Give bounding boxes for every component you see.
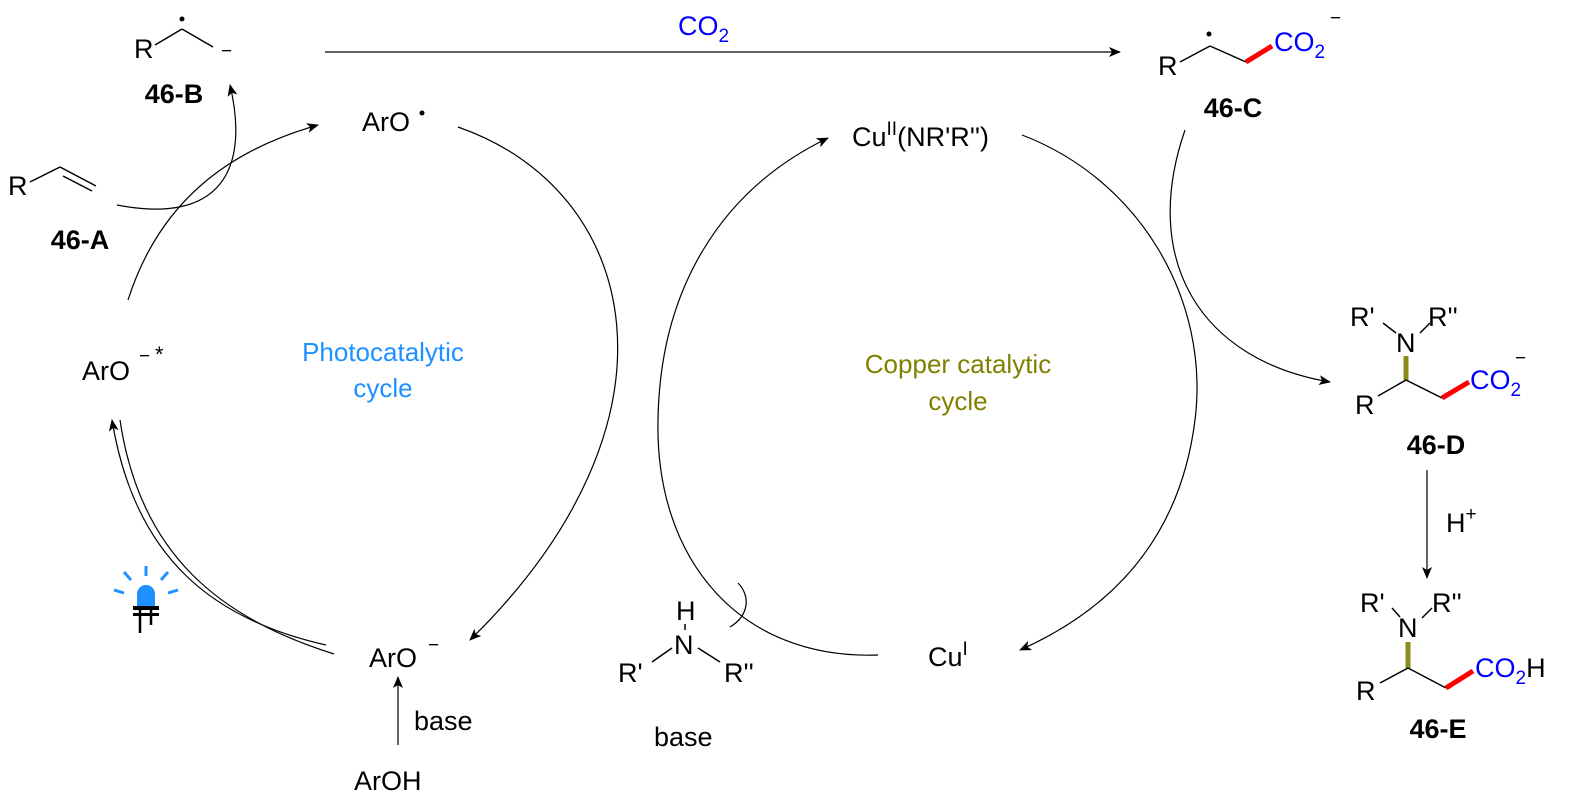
arc-c-to-d xyxy=(1169,129,1331,386)
arc-amine-entry xyxy=(729,582,747,628)
svg-text:46-B: 46-B xyxy=(145,79,204,109)
photocatalytic-cycle-label-2: cycle xyxy=(353,373,412,403)
svg-text:H: H xyxy=(676,596,696,626)
svg-text:46-D: 46-D xyxy=(1407,430,1466,460)
copper-cycle-label-2: cycle xyxy=(928,386,987,416)
svg-text:−: − xyxy=(1330,8,1341,29)
arc-aro-excited-to-aro-radical xyxy=(127,123,319,301)
svg-text:N: N xyxy=(1396,328,1416,358)
svg-text:−: − xyxy=(221,41,232,62)
svg-text:ArO: ArO xyxy=(362,107,410,137)
aryloxy-radical: ArO xyxy=(362,107,425,137)
svg-text:CO2H: CO2H xyxy=(1475,653,1546,689)
arc-cu-ii-to-cu-i xyxy=(1019,134,1198,651)
svg-text:R: R xyxy=(1355,390,1375,420)
svg-text:R'': R'' xyxy=(724,658,754,688)
svg-text:−: − xyxy=(428,635,439,656)
svg-text:R: R xyxy=(1158,51,1178,81)
svg-text:−: − xyxy=(139,346,150,367)
svg-text:R'': R'' xyxy=(1428,302,1458,332)
arc-excitation-upper xyxy=(108,419,327,646)
arc-aro-radical-to-aro-anion xyxy=(457,126,619,641)
svg-text:R'': R'' xyxy=(1432,588,1462,618)
svg-text:R': R' xyxy=(1350,302,1375,332)
secondary-amine: H N R' R'' xyxy=(618,596,754,688)
arc-excitation-lower xyxy=(119,419,335,655)
led-bulb-icon xyxy=(113,566,179,633)
svg-text:CO2: CO2 xyxy=(1470,365,1521,401)
compound-46-b: R − 46-B xyxy=(134,16,232,109)
svg-text:46-E: 46-E xyxy=(1409,714,1466,744)
aroh: ArOH xyxy=(354,766,422,796)
proton-reagent: H+ xyxy=(1446,504,1477,538)
svg-text:N: N xyxy=(1398,613,1418,643)
compound-46-a: R 46-A xyxy=(8,166,110,255)
aryloxide-excited: ArO − * xyxy=(82,342,164,386)
svg-text:46-A: 46-A xyxy=(51,225,110,255)
svg-text:R: R xyxy=(8,171,28,201)
svg-text:ArO: ArO xyxy=(82,356,130,386)
copper-i: CuI xyxy=(928,639,968,672)
svg-text:*: * xyxy=(155,342,164,367)
co2-reagent: CO2 xyxy=(678,11,729,47)
photocatalytic-cycle xyxy=(108,84,619,745)
svg-text:CO2: CO2 xyxy=(1274,27,1325,63)
photocatalytic-cycle-label: Photocatalytic xyxy=(302,337,464,367)
svg-text:R: R xyxy=(1356,676,1376,706)
copper-catalytic-cycle xyxy=(657,129,1331,656)
svg-text:ArO: ArO xyxy=(369,643,417,673)
arc-alkene-to-radical-anion xyxy=(116,84,238,210)
copper-cycle-label: Copper catalytic xyxy=(865,349,1051,379)
arc-cu-i-to-cu-ii xyxy=(657,137,879,656)
compound-46-e: R' N R'' R CO2H 46-E xyxy=(1356,588,1546,744)
compound-46-c: R CO2 − 46-C xyxy=(1158,8,1341,123)
svg-text:CuII(NR'R''): CuII(NR'R'') xyxy=(852,119,989,152)
svg-text:R': R' xyxy=(1360,588,1385,618)
base-label-left: base xyxy=(414,706,473,736)
aryloxide-anion: ArO − xyxy=(369,635,439,673)
svg-text:46-C: 46-C xyxy=(1204,93,1263,123)
svg-text:−: − xyxy=(1515,348,1526,369)
svg-text:R': R' xyxy=(618,658,643,688)
compound-46-d: R' N R'' R CO2 − 46-D xyxy=(1350,302,1526,460)
svg-text:CuI: CuI xyxy=(928,639,968,672)
svg-text:R: R xyxy=(134,34,154,64)
svg-text:N: N xyxy=(674,630,694,660)
copper-ii-amido: CuII(NR'R'') xyxy=(852,119,989,152)
base-label-mid: base xyxy=(654,722,713,752)
